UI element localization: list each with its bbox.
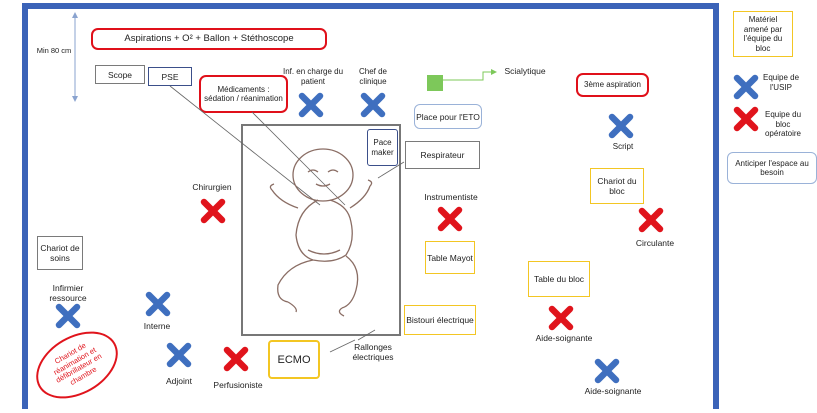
baby-illustration-icon [269,148,373,317]
bloc-circulating-marker-icon [638,207,664,233]
assistant-label: Adjoint [166,376,192,386]
extension-cords-label: Rallonges électriques [352,342,394,362]
care-cart-box: Chariot de soins [37,236,83,270]
aide-soignante-1-label: Aide-soignante [535,333,593,343]
usip-intern-marker-icon [145,291,171,317]
eto-place-box: Place pour l'ETO [414,104,482,129]
respirator-box: Respirateur [405,141,480,169]
usip-chief-marker-icon [360,92,386,118]
perfusionist-label: Perfusioniste [213,380,263,390]
pse-box: PSE [148,67,192,86]
usip-aide-marker-icon [594,358,620,384]
medications-box: Médicaments : sédation / réanimation [199,75,288,113]
electrosurgery-box: Bistouri électrique [404,305,476,335]
mayo-table-box: Table Mayot [425,241,475,274]
min-distance-label: Min 80 cm [36,46,72,55]
intern-label: Interne [143,321,171,331]
legend-usip-marker-icon [733,74,759,100]
scrub-nurse-label: Instrumentiste [424,192,478,202]
bloc-table-box: Table du bloc [528,261,590,297]
bloc-perfusionist-marker-icon [223,346,249,372]
legend-anticipate-box: Anticiper l'espace au besoin [727,152,817,184]
legend-bloc-marker-icon [733,106,759,132]
nurse-label: Inf. en charge du patient [282,67,344,86]
bloc-scrub-marker-icon [437,206,463,232]
legend-bloc-label: Equipe du bloc opératoire [764,110,802,138]
script-label: Script [612,142,634,151]
scope-box: Scope [95,65,145,84]
pacemaker-box: Pace maker [367,129,398,166]
circulating-nurse-label: Circulante [635,238,675,248]
distance-arrow [72,12,78,102]
legend-material-box: Matériel amené par l'équipe du bloc [733,11,793,57]
equipment-title: Aspirations + O² + Ballon + Stéthoscope [91,28,327,50]
scialytique-marker [427,75,443,91]
aide-soignante-2-label: Aide-soignante [584,386,642,396]
third-aspiration-box: 3ème aspiration [576,73,649,97]
usip-script-marker-icon [608,113,634,139]
legend-usip-label: Equipe de l'USIP [762,73,800,92]
bloc-cart-box: Chariot du bloc [590,168,644,204]
scialytique-arrow [443,69,497,81]
usip-nurse-marker-icon [298,92,324,118]
usip-resource-marker-icon [55,303,81,329]
surgeon-label: Chirurgien [192,182,232,192]
ecmo-box: ECMO [268,340,320,379]
bloc-aide-marker-icon [548,305,574,331]
bloc-surgeon-marker-icon [200,198,226,224]
chief-label: Chef de clinique [358,67,388,86]
resource-nurse-label: Infirmier ressource [49,283,87,303]
usip-assistant-marker-icon [166,342,192,368]
scialytique-label: Scialytique [504,66,546,76]
